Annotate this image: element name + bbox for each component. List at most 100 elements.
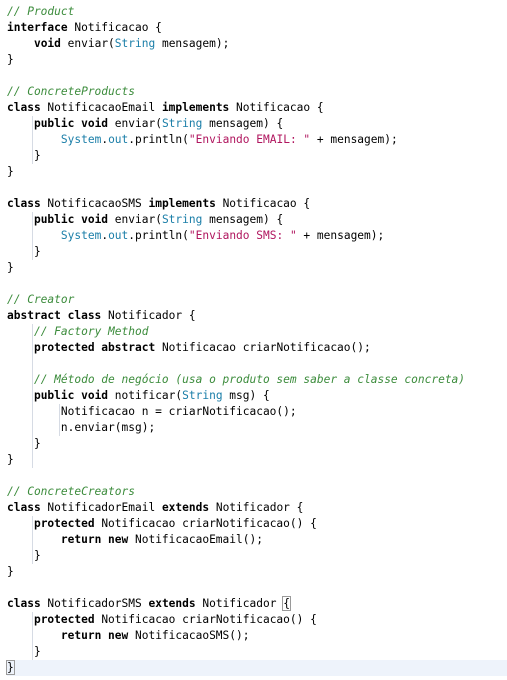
code-token-bracket: { xyxy=(282,596,291,611)
code-token-plain xyxy=(7,325,34,338)
code-token-kw: public void xyxy=(33,389,109,402)
code-token-type: String xyxy=(161,213,203,226)
code-token-plain: } xyxy=(7,453,14,466)
code-token-comment: // Creator xyxy=(7,293,75,306)
code-token-plain: NotificacaoSMS xyxy=(40,197,149,210)
code-token-plain xyxy=(7,613,34,626)
code-token-kw: protected abstract xyxy=(33,341,156,354)
code-token-plain: .println( xyxy=(128,229,189,242)
code-token-plain: } xyxy=(7,53,14,66)
code-line[interactable]: // Creator xyxy=(7,292,507,308)
code-line[interactable] xyxy=(7,468,507,484)
code-line[interactable] xyxy=(7,276,507,292)
code-token-plain: NotificacaoSMS(); xyxy=(128,629,250,642)
code-token-str: "Enviando EMAIL: " xyxy=(188,133,311,146)
code-token-plain: Notificacao { xyxy=(229,101,324,114)
code-line[interactable]: } xyxy=(7,260,507,276)
code-token-plain: mensagem); xyxy=(155,37,230,50)
code-line[interactable] xyxy=(7,68,507,84)
code-token-kw: return new xyxy=(60,533,129,546)
code-line[interactable]: abstract class Notificador { xyxy=(7,308,507,324)
code-token-plain: .println( xyxy=(128,133,189,146)
indent-guide xyxy=(32,116,33,164)
indent-guide xyxy=(32,212,33,260)
code-line[interactable]: void enviar(String mensagem); xyxy=(7,36,507,52)
code-line[interactable]: // ConcreteProducts xyxy=(7,84,507,100)
code-token-type: System xyxy=(60,133,102,146)
code-token-plain: enviar( xyxy=(108,117,162,130)
code-token-plain: enviar( xyxy=(60,37,115,50)
code-line[interactable]: } xyxy=(7,244,507,260)
code-token-kw: extends xyxy=(161,501,210,514)
code-token-plain: Notificador { xyxy=(101,309,196,322)
code-line[interactable]: // Método de negócio (usa o produto sem … xyxy=(7,372,507,388)
code-line[interactable]: Notificacao n = criarNotificacao(); xyxy=(7,404,507,420)
code-token-plain: NotificadorSMS xyxy=(40,597,149,610)
code-line[interactable]: } xyxy=(7,452,507,468)
code-token-comment: // ConcreteProducts xyxy=(7,85,135,98)
code-line[interactable]: public void enviar(String mensagem) { xyxy=(7,116,507,132)
code-line[interactable]: } xyxy=(7,644,507,660)
code-token-kw: class xyxy=(7,597,41,610)
code-token-plain: Notificacao n = criarNotificacao(); xyxy=(7,405,297,418)
code-line[interactable]: class NotificacaoEmail implements Notifi… xyxy=(7,100,507,116)
code-token-plain: NotificacaoEmail xyxy=(40,101,162,114)
code-token-plain: Notificacao { xyxy=(215,197,311,210)
code-token-plain: notificar( xyxy=(108,389,183,402)
indent-guide xyxy=(32,324,33,468)
code-token-plain xyxy=(7,517,34,530)
code-token-plain: Notificador xyxy=(195,597,284,610)
code-line[interactable]: // ConcreteCreators xyxy=(7,484,507,500)
code-token-plain xyxy=(7,213,34,226)
code-token-plain: } xyxy=(7,437,41,450)
code-line[interactable]: protected Notificacao criarNotificacao()… xyxy=(7,612,507,628)
code-line[interactable]: public void enviar(String mensagem) { xyxy=(7,212,507,228)
code-token-comment: // Product xyxy=(7,5,75,18)
code-line[interactable]: class NotificadorSMS extends Notificador… xyxy=(7,596,507,612)
code-line[interactable]: } xyxy=(7,164,507,180)
code-token-plain xyxy=(7,229,61,242)
code-token-plain: + mensagem); xyxy=(310,133,398,146)
code-line[interactable]: } xyxy=(7,148,507,164)
code-line[interactable]: n.enviar(msg); xyxy=(7,420,507,436)
code-line[interactable]: protected abstract Notificacao criarNoti… xyxy=(7,340,507,356)
code-token-plain: } xyxy=(7,149,41,162)
code-token-plain xyxy=(7,533,61,546)
code-line[interactable] xyxy=(7,356,507,372)
code-line[interactable]: class NotificadorEmail extends Notificad… xyxy=(7,500,507,516)
code-line[interactable]: } xyxy=(7,52,507,68)
code-token-kw: implements xyxy=(148,197,216,210)
code-token-plain xyxy=(7,629,61,642)
code-token-plain: } xyxy=(7,245,41,258)
indent-guide xyxy=(32,516,33,564)
code-line[interactable]: protected Notificacao criarNotificacao()… xyxy=(7,516,507,532)
code-line[interactable] xyxy=(7,580,507,596)
code-token-plain: NotificadorEmail xyxy=(40,501,162,514)
code-token-plain: + mensagem); xyxy=(296,229,385,242)
code-token-kw: protected xyxy=(33,517,95,530)
code-token-plain: } xyxy=(7,165,14,178)
code-line[interactable]: // Factory Method xyxy=(7,324,507,340)
code-token-kw: class xyxy=(7,501,41,514)
code-line[interactable]: System.out.println("Enviando EMAIL: " + … xyxy=(7,132,507,148)
code-line[interactable]: public void notificar(String msg) { xyxy=(7,388,507,404)
code-line[interactable] xyxy=(7,180,507,196)
code-line[interactable]: // Product xyxy=(7,4,507,20)
code-line[interactable]: } xyxy=(7,548,507,564)
code-line[interactable]: System.out.println("Enviando SMS: " + me… xyxy=(7,228,507,244)
code-line[interactable]: return new NotificacaoSMS(); xyxy=(7,628,507,644)
code-token-plain xyxy=(7,389,34,402)
code-token-plain xyxy=(7,133,61,146)
code-line[interactable]: } xyxy=(7,436,507,452)
code-line[interactable]: } xyxy=(7,564,507,580)
code-line[interactable]: return new NotificacaoEmail(); xyxy=(7,532,507,548)
code-token-plain xyxy=(7,117,34,130)
code-token-plain: } xyxy=(7,645,41,658)
code-line[interactable]: class NotificacaoSMS implements Notifica… xyxy=(7,196,507,212)
code-line[interactable]: } xyxy=(6,660,507,676)
code-area[interactable]: // Product interface Notificacao { void e… xyxy=(6,4,507,676)
code-line[interactable]: interface Notificacao { xyxy=(7,20,507,36)
code-token-plain: mensagem) { xyxy=(202,213,284,226)
code-token-kw: implements xyxy=(161,101,230,114)
